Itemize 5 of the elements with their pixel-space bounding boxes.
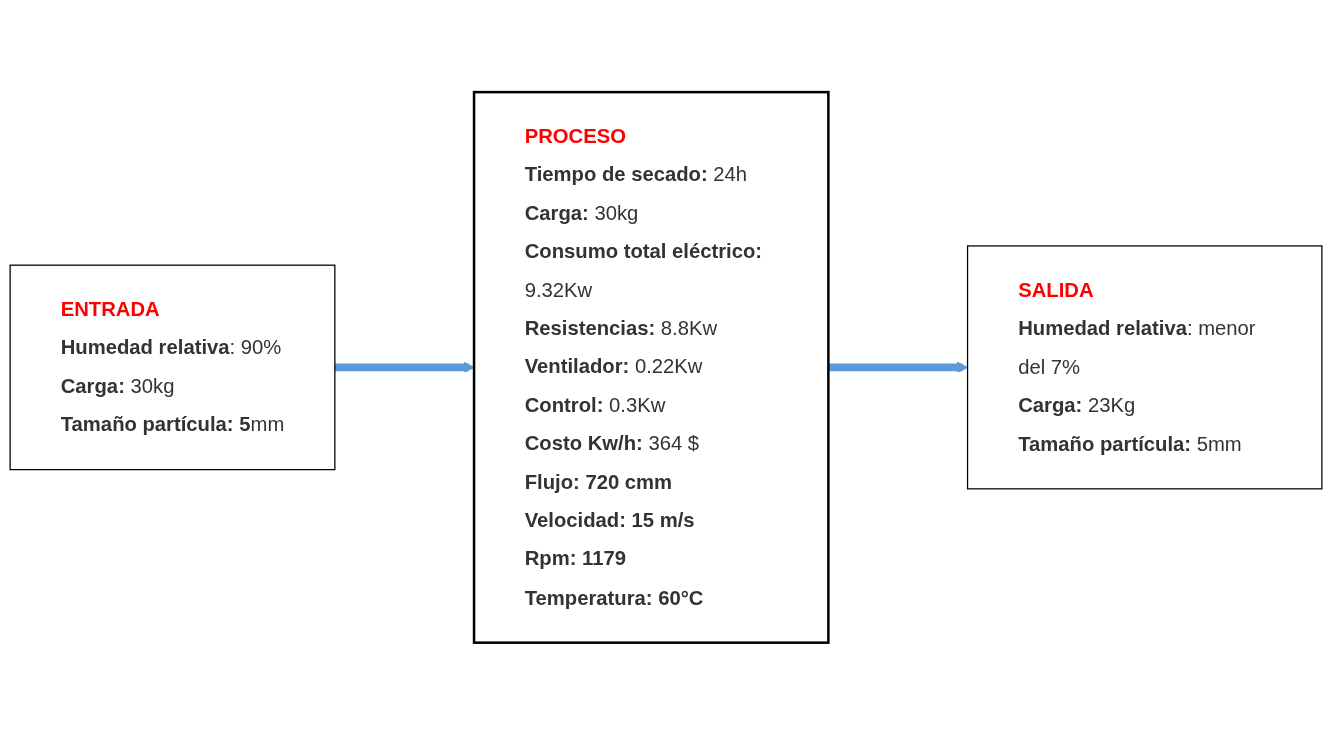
node-box: SALIDA Humedad relativa: menor del 7% Carga: 23Kg Tamaño partícula: 5mm <box>966 244 1323 490</box>
arrow <box>334 361 475 373</box>
arrow <box>828 361 969 373</box>
node-box: ENTRADA Humedad relativa: 90% Carga: 30kg Tamaño partícula: 5mm <box>9 264 336 470</box>
node-box: PROCESO Tiempo de secado: 24h Carga: 30kg Consumo total eléctrico: 9.32Kw Resistencias: 8.8Kw Ventilador: 0.22Kw Control: 0.3Kw Costo Kw/h: 364 $ Flujo: 720 cmm Velocidad: 15 m/s Rpm: 1179 Temperatura: 60°C <box>472 90 830 644</box>
